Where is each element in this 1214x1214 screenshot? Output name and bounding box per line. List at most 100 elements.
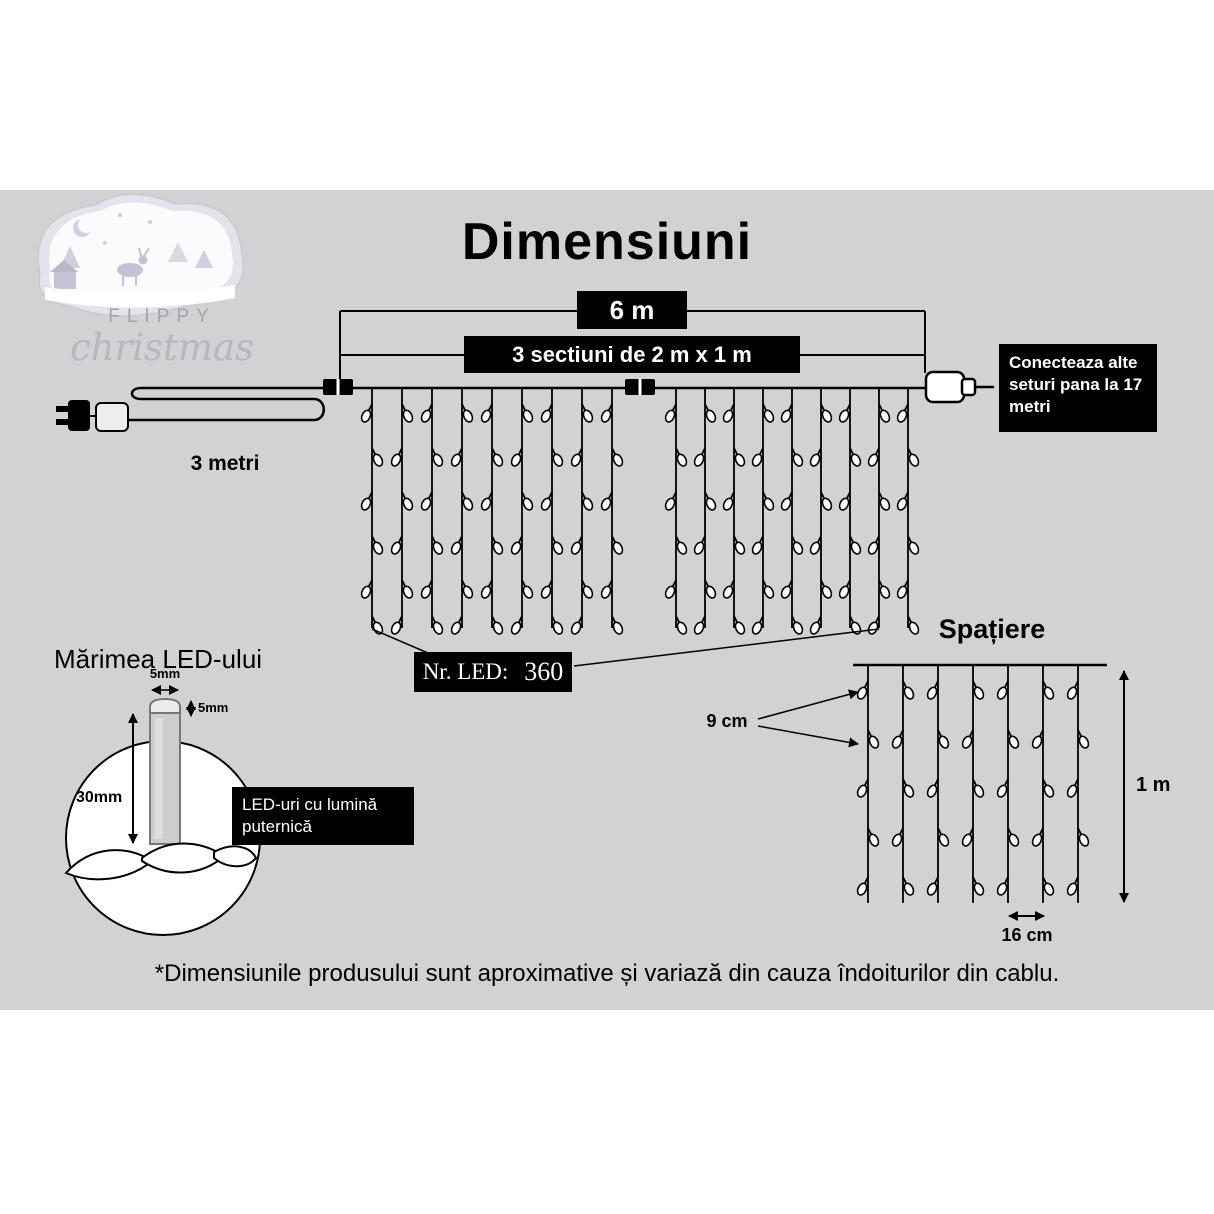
led-drop-icon [510,615,523,635]
led-drop-icon [867,827,880,847]
led-highlight [155,718,163,839]
led-drop-icon [762,579,775,599]
led-drop-icon [693,535,706,555]
led-drop-icon [540,579,553,599]
footnote-text: *Dimensiunile produsului sunt aproximati… [154,960,1060,987]
led-drop-icon [431,447,444,467]
led-drop-icon [1031,827,1044,847]
led-drop-icon [751,615,764,635]
led-drop-icon [450,447,463,467]
snow-ground [45,285,235,308]
led-drop-icon [551,615,564,635]
house-roof-icon [50,260,78,272]
led-drop-icon [926,876,939,896]
led-drop-icon [581,491,594,511]
led-drop-icon [401,403,414,423]
led-drop-icon [961,827,974,847]
led-drop-icon [401,579,414,599]
spacing-heading: Spațiere [938,614,1046,644]
led-drop-icon [390,535,403,555]
led-drop-icon [360,491,373,511]
led-drop-icon [1066,876,1079,896]
led-drop-icon [600,403,613,423]
led-drop-icon [896,579,909,599]
led-drop-icon [693,615,706,635]
led-drop-icon [809,447,822,467]
led-width-label: 5mm [149,666,181,681]
led-drop-icon [600,491,613,511]
led-drop-icon [510,535,523,555]
led-drop-icon [791,535,804,555]
led-drop-icon [907,535,920,555]
logo-illustration [37,193,244,317]
led-drop-icon [878,579,891,599]
led-drop-icon [891,729,904,749]
led-drop-icon [540,491,553,511]
led-drop-icon [401,491,414,511]
led-drop-icon [491,447,504,467]
led-drop-icon [431,615,444,635]
end-plug-icon [924,370,994,404]
led-cap-height-label: 5mm [198,700,229,715]
led-drop-icon [926,680,939,700]
led-drop-icon [371,447,384,467]
led-drop-icon [722,491,735,511]
lead-cable [128,386,928,422]
star-icon [148,220,152,224]
led-drop-icon [856,778,869,798]
led-drop-icon [996,680,1009,700]
led-drop-icon [491,615,504,635]
tree-icon [195,250,213,268]
led-drop-icon [878,491,891,511]
house-icon [54,272,76,289]
led-drop-icon [780,491,793,511]
led-drop-icon [907,447,920,467]
led-curtain-section-1 [360,389,624,635]
led-drop-icon [664,579,677,599]
power-adapter-icon [56,400,129,432]
led-drop-icon [972,778,985,798]
led-drop-icon [1031,729,1044,749]
led-drop-icon [838,491,851,511]
led-drop-icon [1042,876,1055,896]
led-count-pointer-lines [371,628,880,667]
led-drop-icon [480,491,493,511]
led-drop-icon [480,579,493,599]
led-size-heading: Mărimea LED-ului [54,644,263,674]
sections-label: 3 sectiuni de 2 m x 1 m [464,336,800,373]
led-drop-icon [390,615,403,635]
led-drop-icon [704,579,717,599]
led-drop-icon [972,680,985,700]
led-drop-icon [704,403,717,423]
led-drop-icon [461,579,474,599]
led-drop-icon [867,447,880,467]
led-drop-icon [693,447,706,467]
led-drop-icon [491,535,504,555]
led-drop-icon [551,447,564,467]
led-drop-icon [856,680,869,700]
led-drop-icon [751,535,764,555]
led-drop-icon [675,447,688,467]
vertical-gap-arrows [757,689,859,748]
led-drop-icon [902,876,915,896]
led-drop-icon [902,680,915,700]
led-drop-icon [791,447,804,467]
led-drop-icon [450,535,463,555]
led-drop-icon [849,447,862,467]
led-drop-icon [540,403,553,423]
led-drop-icon [791,615,804,635]
led-drop-icon [581,403,594,423]
led-drop-icon [1042,778,1055,798]
cable-connector-icon [323,379,353,395]
led-drop-icon [856,876,869,896]
led-drop-icon [551,535,564,555]
led-drop-icon [521,403,534,423]
led-drop-icon [867,615,880,635]
led-drop-icon [420,579,433,599]
led-drop-icon [371,535,384,555]
led-drop-icon [1077,729,1090,749]
led-drop-icon [675,615,688,635]
led-drop-icon [809,535,822,555]
led-drop-icon [809,615,822,635]
